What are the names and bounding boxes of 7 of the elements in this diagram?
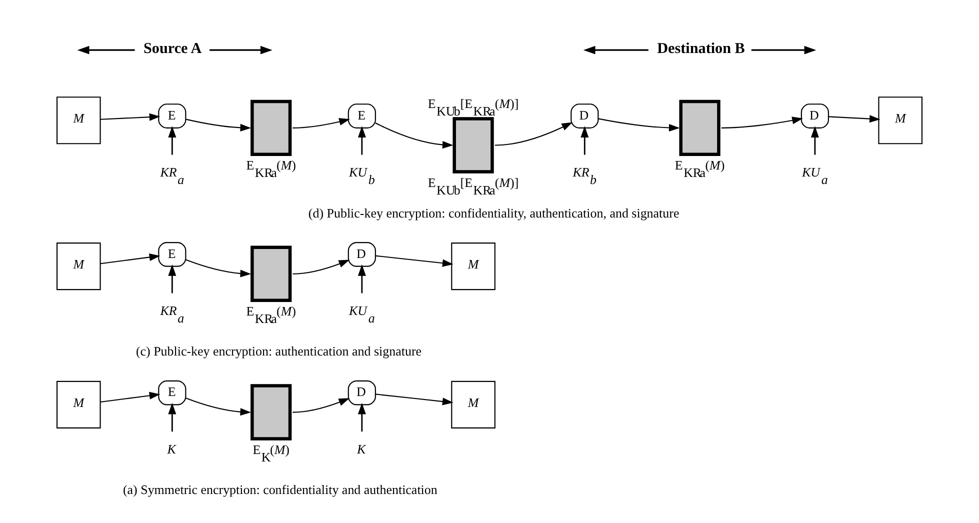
label: (a) Symmetric encryption: confidentiality and authentication xyxy=(122,482,438,497)
label: (c) Public-key encryption: authentication and signature xyxy=(136,343,422,358)
node-text: K xyxy=(167,440,176,456)
label: Source A xyxy=(144,40,202,57)
label: Destination B xyxy=(657,40,745,57)
label: (d) Public-key encryption: confidentiality, authentication, and signature xyxy=(308,204,680,220)
node-text: K xyxy=(357,440,366,456)
